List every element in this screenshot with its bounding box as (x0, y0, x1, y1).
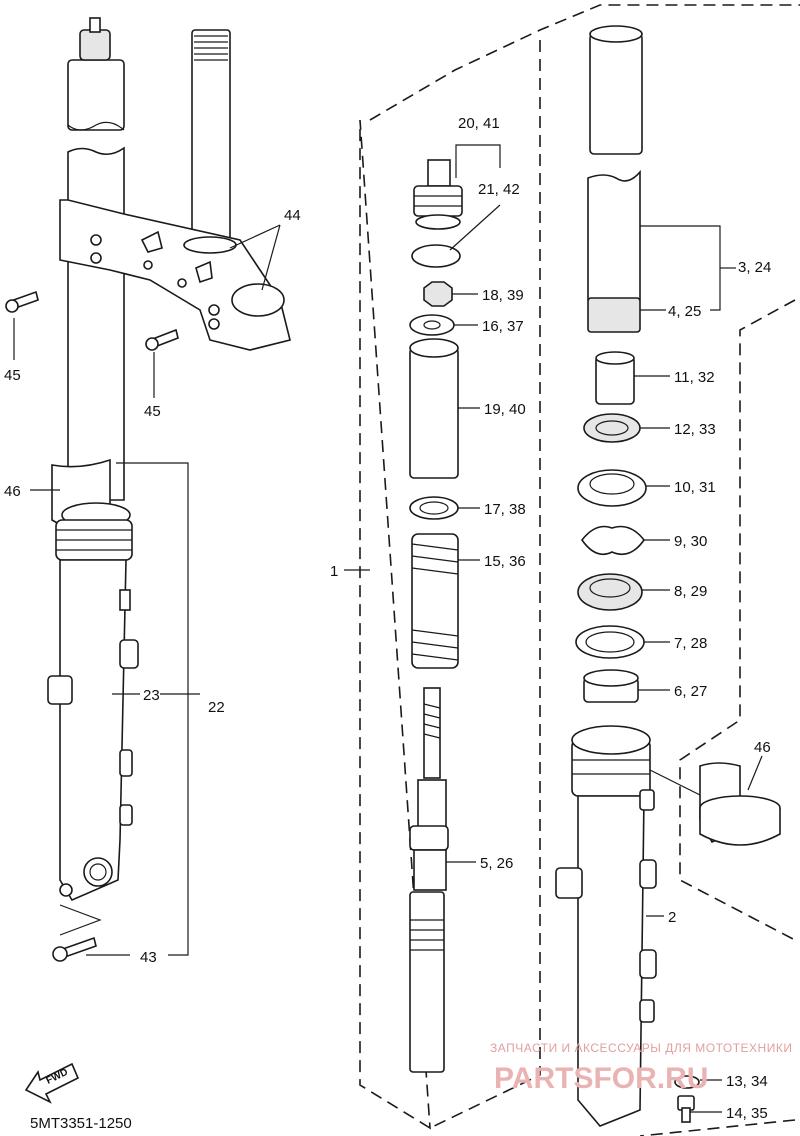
clip-9 (581, 525, 645, 556)
left-cap-bolt (79, 29, 111, 61)
bolt-43 (52, 936, 97, 962)
callout-21-42: 21, 42 (478, 181, 520, 198)
upper-bracket (59, 199, 291, 351)
callout-3-24: 3, 24 (738, 259, 771, 276)
callout-15-36: 15, 36 (484, 553, 526, 570)
callout-11-32: 11, 32 (674, 369, 715, 386)
callout-13-34: 13, 34 (726, 1073, 768, 1090)
callout-20-41: 20, 41 (458, 115, 500, 132)
callout-46b: 46 (754, 739, 771, 756)
assembled-fork (5, 17, 291, 962)
callout-4-25: 4, 25 (668, 303, 701, 320)
callout-46a: 46 (4, 483, 21, 500)
callout-45a: 45 (4, 367, 21, 384)
right-column (555, 25, 781, 1127)
spring-15 (411, 533, 459, 669)
left-outer-tube (59, 559, 127, 902)
callout-7-28: 7, 28 (674, 635, 707, 652)
fwd-arrow (24, 1062, 80, 1104)
o-ring-21 (411, 244, 461, 268)
callout-43: 43 (140, 949, 157, 966)
fork-guard-46 (699, 762, 781, 846)
callout-18-39: 18, 39 (482, 287, 524, 304)
dust-seal-10 (577, 469, 647, 507)
callout-45b: 45 (144, 403, 161, 420)
bolt-45-center (145, 328, 179, 351)
damper-column (409, 159, 463, 1073)
washer-17 (409, 496, 459, 520)
cap-bolt-20 (413, 159, 463, 230)
assembly-boundary-inner (429, 40, 541, 1129)
callout-44: 44 (284, 207, 301, 224)
assembly-boundary-outline (359, 4, 800, 1136)
watermark-line2: PARTSFOR.RU (494, 1062, 708, 1095)
watermark-line1: ЗАПЧАСТИ И АКСЕССУАРЫ ДЛЯ МОТОТЕХНИКИ (490, 1041, 792, 1055)
callout-5-26: 5, 26 (480, 855, 513, 872)
callout-16-37: 16, 37 (482, 318, 524, 335)
inner-tube-3 (587, 25, 643, 333)
damper-rod-5 (409, 687, 449, 1073)
bushing-11 (595, 351, 635, 405)
callout-14-35: 14, 35 (726, 1105, 768, 1122)
ring-12 (583, 413, 641, 443)
nut-18 (423, 281, 453, 307)
washer-16 (409, 314, 455, 336)
steering-stem-tube (191, 29, 231, 246)
callout-8-29: 8, 29 (674, 583, 707, 600)
spacer-19 (409, 338, 459, 479)
callout-19-40: 19, 40 (484, 401, 526, 418)
callout-17-38: 17, 38 (484, 501, 526, 518)
left-tube-top (67, 59, 125, 131)
washer-13 (674, 1075, 700, 1089)
callout-10-31: 10, 31 (674, 479, 716, 496)
callout-2: 2 (668, 909, 676, 926)
bolt-14 (677, 1095, 695, 1123)
callout-9-30: 9, 30 (674, 533, 707, 550)
bolt-45-left (5, 290, 39, 313)
callout-6-27: 6, 27 (674, 683, 707, 700)
callout-12-33: 12, 33 (674, 421, 716, 438)
bushing-6 (583, 669, 639, 703)
diagram-code: 5MT3351-1250 (30, 1115, 132, 1132)
callout-22: 22 (208, 699, 225, 716)
callout-23: 23 (143, 687, 160, 704)
callout-1: 1 (330, 563, 338, 580)
outer-tube-2 (555, 725, 657, 1127)
